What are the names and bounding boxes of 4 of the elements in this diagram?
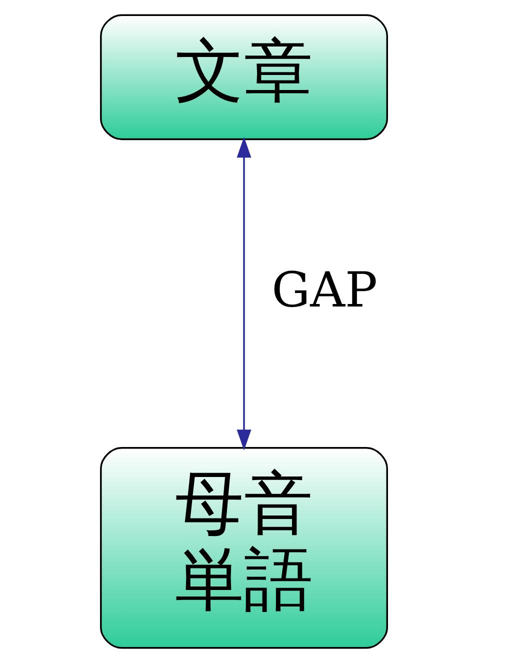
node-box: 文章 — [100, 14, 388, 140]
arrow — [236, 136, 252, 450]
edge-label: GAP — [272, 262, 378, 318]
node-box: 母音 単語 — [100, 447, 388, 649]
